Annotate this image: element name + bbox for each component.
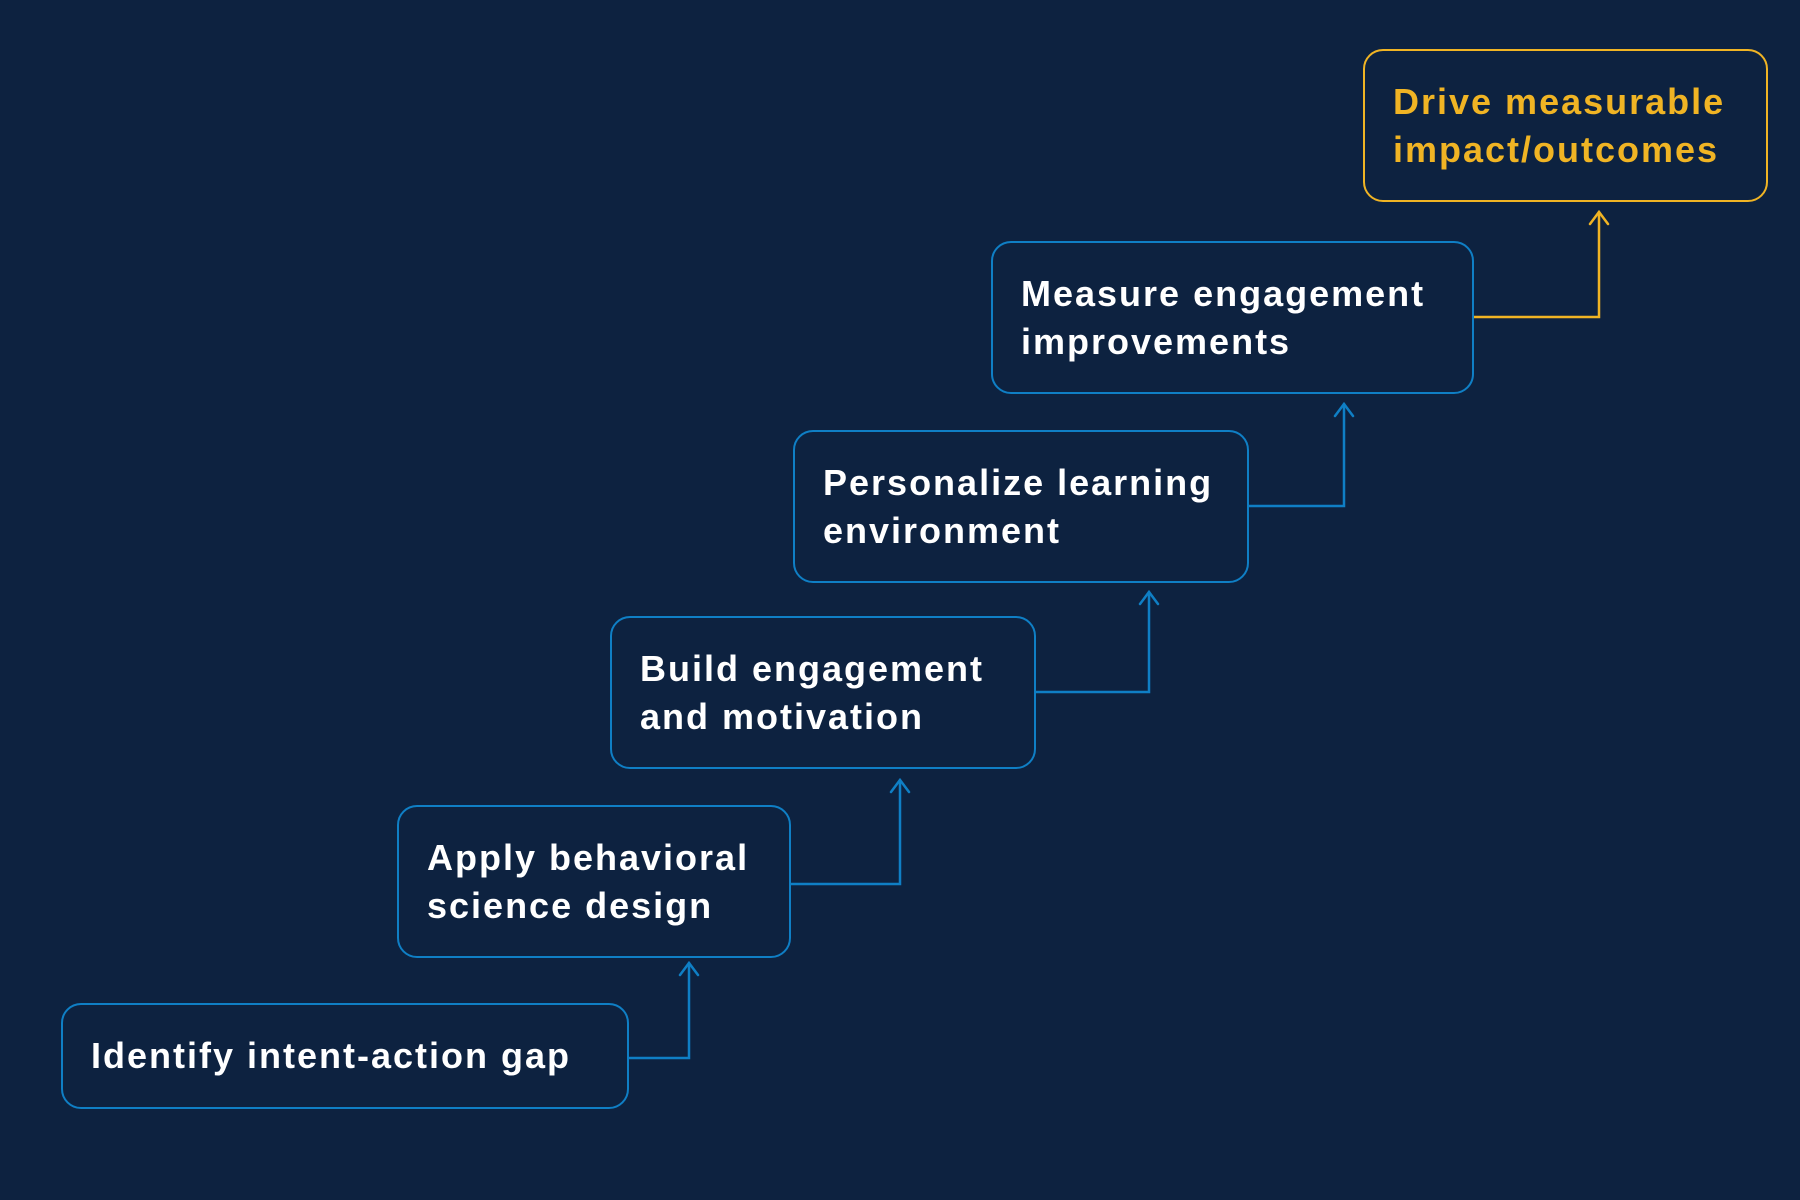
step-label: Apply behavioral science design (427, 836, 750, 926)
arrow-step1-to-step2 (627, 960, 700, 1060)
step-personalize-environment: Personalize learning environment (793, 430, 1249, 583)
arrow-step4-to-step5 (1247, 401, 1355, 508)
step-measure-improvements: Measure engagement improvements (991, 241, 1474, 394)
arrow-step2-to-step3 (789, 777, 911, 886)
step-behavioral-design: Apply behavioral science design (397, 805, 791, 958)
step-identify-gap: Identify intent-action gap (61, 1003, 629, 1109)
arrow-step5-to-step6 (1472, 209, 1610, 319)
arrow-step3-to-step4 (1034, 589, 1160, 694)
step-label: Build engagement and motivation (640, 647, 985, 737)
step-label: Drive measurable impact/outcomes (1393, 80, 1726, 170)
step-label: Personalize learning environment (823, 461, 1214, 551)
step-engagement-motivation: Build engagement and motivation (610, 616, 1036, 769)
step-label: Measure engagement improvements (1021, 272, 1426, 362)
step-drive-impact: Drive measurable impact/outcomes (1363, 49, 1768, 202)
step-label: Identify intent-action gap (91, 1035, 571, 1076)
